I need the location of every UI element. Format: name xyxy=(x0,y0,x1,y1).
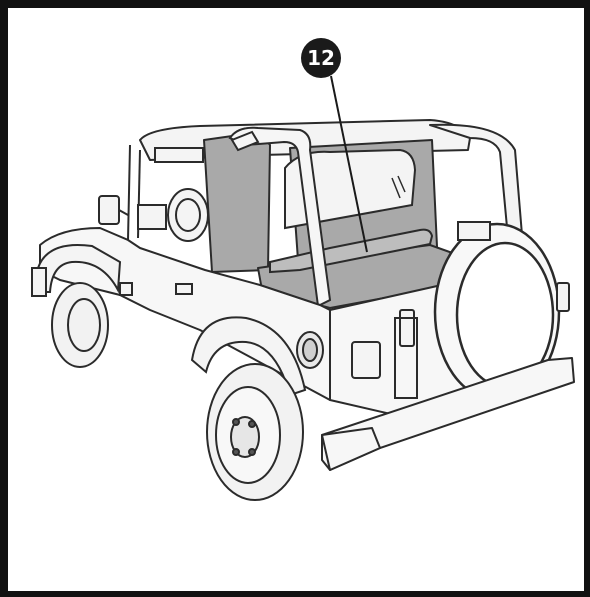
rear-wheel xyxy=(207,364,303,500)
callout-badge: 12 xyxy=(301,38,341,78)
fuel-door xyxy=(120,283,132,295)
dashboard xyxy=(138,189,208,241)
front-bumper xyxy=(32,268,46,296)
rear-light-right xyxy=(557,283,569,311)
door-handle xyxy=(176,284,192,294)
callout-label: 12 xyxy=(307,46,335,70)
front-wheel xyxy=(52,283,108,367)
spare-tire-mount xyxy=(458,222,490,240)
taillight xyxy=(297,332,323,368)
side-mirror xyxy=(99,196,128,224)
